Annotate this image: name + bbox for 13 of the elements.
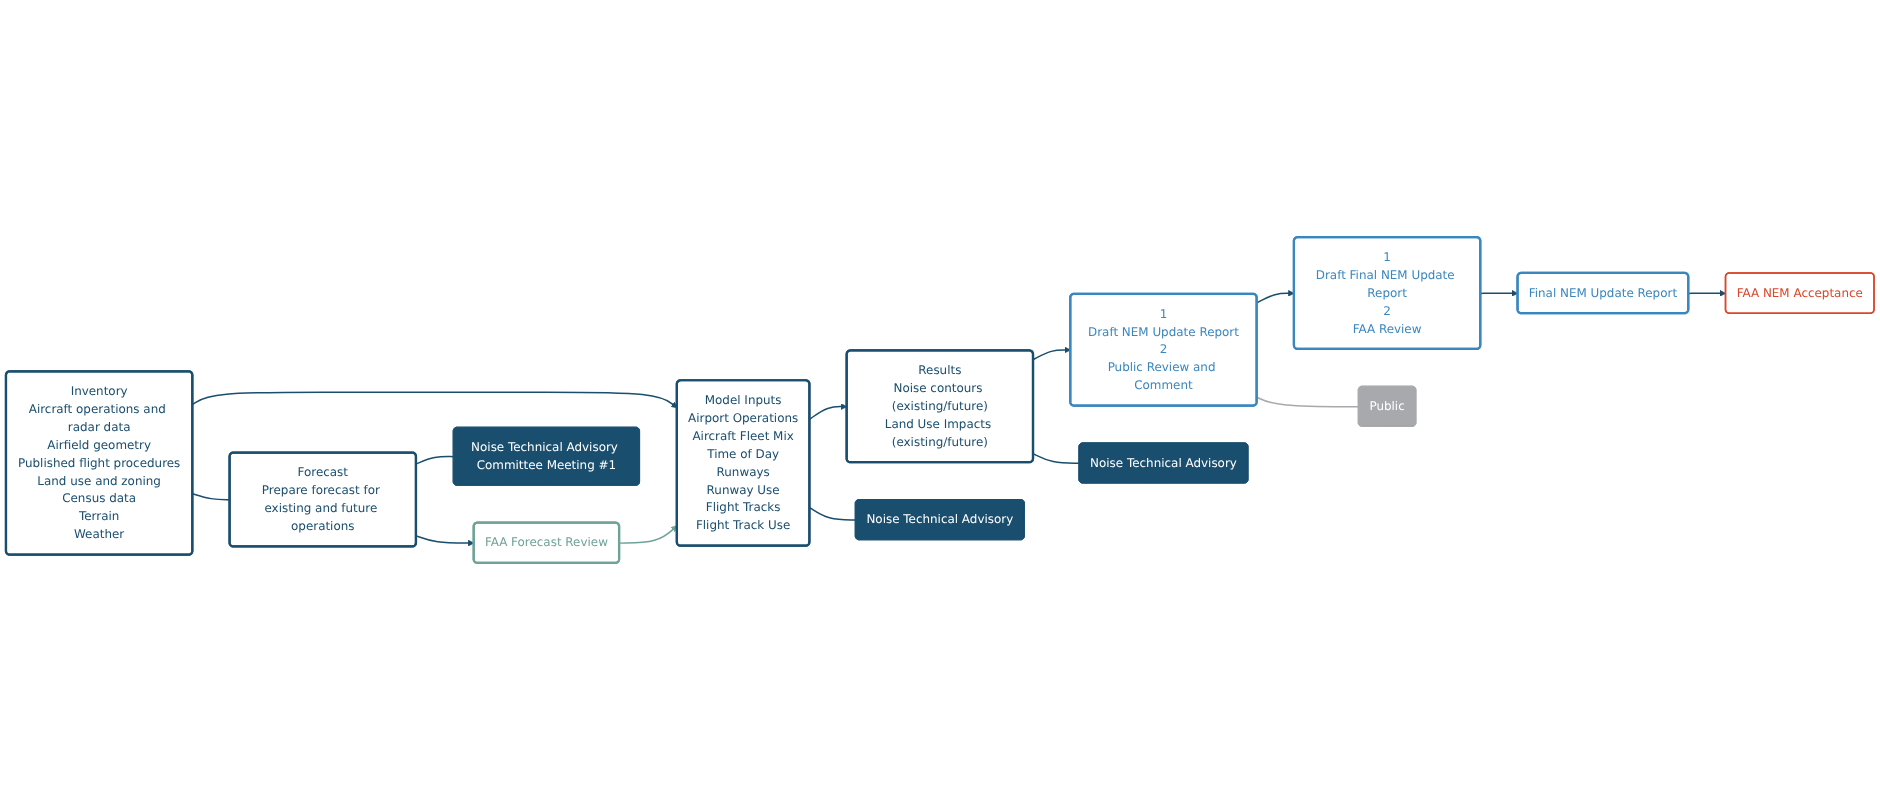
arrow [618,525,678,544]
arrow [1256,290,1295,304]
connector [1032,453,1080,465]
connector [191,493,231,501]
connector [809,506,857,521]
connector [415,455,455,465]
arrow [191,391,678,409]
arrow [1032,346,1071,361]
arrow [1479,290,1519,297]
arrow [809,403,848,420]
arrow [1687,290,1727,297]
arrow [415,535,475,547]
connector [1256,396,1360,408]
